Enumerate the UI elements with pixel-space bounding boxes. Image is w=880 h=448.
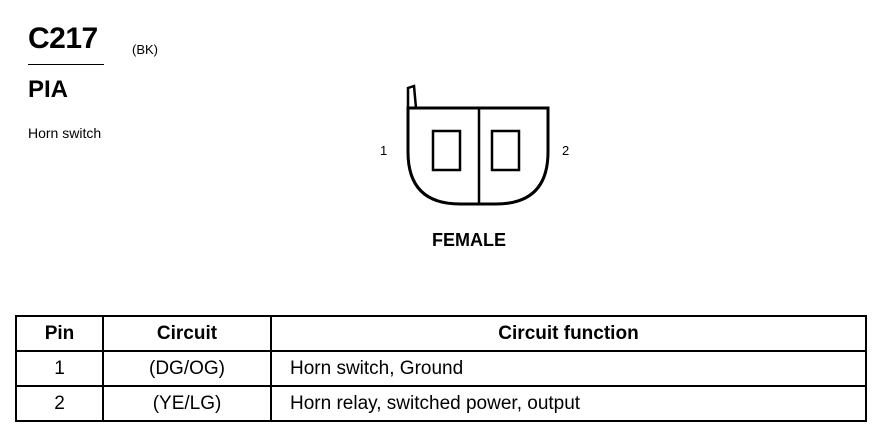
header-pin: Pin bbox=[15, 315, 104, 352]
connector-face-drawing bbox=[406, 84, 550, 206]
table-row: 2 (YE/LG) Horn relay, switched power, ou… bbox=[15, 385, 867, 422]
function-cell: Horn switch, Ground bbox=[270, 350, 867, 387]
table-row: 1 (DG/OG) Horn switch, Ground bbox=[15, 350, 867, 387]
circuit-cell: (DG/OG) bbox=[102, 350, 272, 387]
circuit-cell: (YE/LG) bbox=[102, 385, 272, 422]
pin-table: Pin Circuit Circuit function 1 (DG/OG) H… bbox=[15, 315, 867, 422]
connector-code: PIA bbox=[28, 76, 69, 103]
connector-gender: FEMALE bbox=[432, 230, 506, 250]
function-cell: Horn relay, switched power, output bbox=[270, 385, 867, 422]
pin-cell: 1 bbox=[15, 350, 104, 387]
pin-cavity-2 bbox=[490, 129, 521, 172]
pin-cavity-1 bbox=[431, 129, 462, 172]
component-name: Horn switch bbox=[28, 125, 102, 141]
header-rule bbox=[28, 64, 104, 65]
table-header-row: Pin Circuit Circuit function bbox=[15, 315, 867, 352]
pin-label-2: 2 bbox=[562, 143, 570, 158]
pin-label-1: 1 bbox=[380, 143, 388, 158]
connector-color: (BK) bbox=[132, 42, 158, 57]
latch-tab bbox=[406, 84, 418, 109]
header-circuit: Circuit bbox=[102, 315, 272, 352]
connector-body bbox=[406, 106, 550, 206]
connector-id: C217 bbox=[28, 22, 98, 55]
header-circuit-function: Circuit function bbox=[270, 315, 867, 352]
pin-cell: 2 bbox=[15, 385, 104, 422]
